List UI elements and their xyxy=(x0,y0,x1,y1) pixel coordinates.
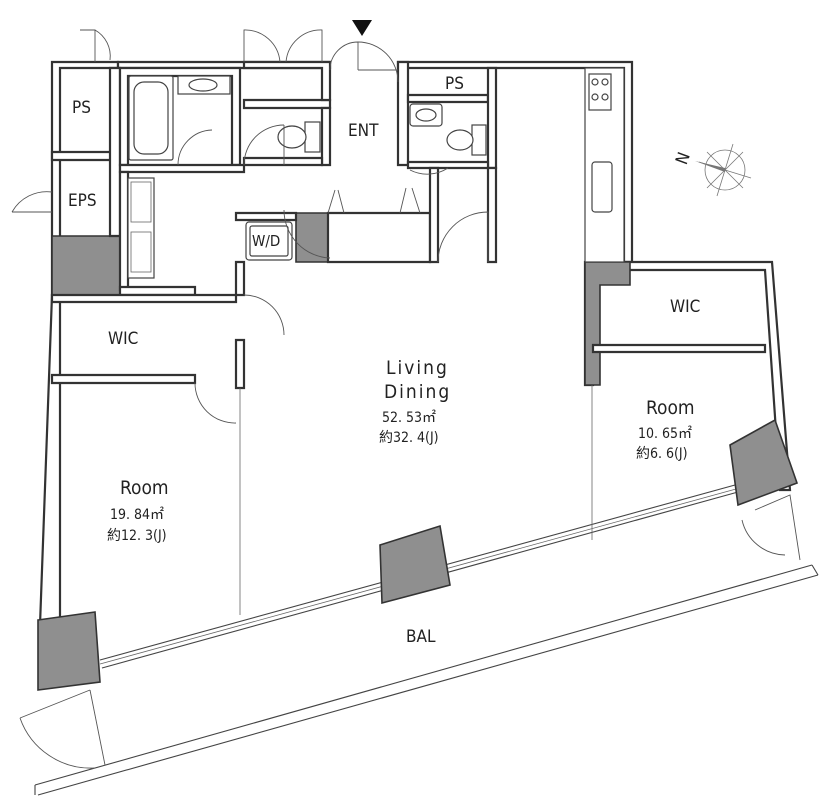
label-ent: ENT xyxy=(348,121,379,141)
label-ps-top-left: PS xyxy=(72,98,91,118)
label-north: N xyxy=(672,150,695,168)
label-room-left-jo: 約12. 3(J) xyxy=(107,528,167,544)
label-room-left: Room xyxy=(120,477,169,499)
label-ps-right: PS xyxy=(445,74,464,94)
label-room-right: Room xyxy=(646,397,695,419)
doors xyxy=(11,29,489,424)
compass-icon xyxy=(695,143,752,197)
toilet-left xyxy=(304,121,321,153)
label-living-line1: Living xyxy=(386,357,449,379)
label-eps: EPS xyxy=(68,191,97,211)
labels: PS EPS WIC Room 19. 84㎡ 約12. 3(J) ENT W/… xyxy=(68,74,700,647)
label-room-right-jo: 約6. 6(J) xyxy=(636,446,688,462)
balcony xyxy=(19,494,819,796)
label-wic-right: WIC xyxy=(670,297,700,317)
label-living-jo: 約32. 4(J) xyxy=(379,430,439,446)
entrance-marker-icon xyxy=(352,20,372,36)
label-room-right-area: 10. 65㎡ xyxy=(638,426,692,442)
interior-walls xyxy=(50,60,767,390)
column-right-top xyxy=(584,261,631,386)
label-room-left-area: 19. 84㎡ xyxy=(110,507,164,523)
label-living-line2: Dining xyxy=(384,381,451,403)
columns xyxy=(37,212,799,691)
column-right xyxy=(729,418,799,507)
label-living-area: 52. 53㎡ xyxy=(382,410,436,426)
label-wd: W/D xyxy=(252,232,280,250)
fixtures xyxy=(127,67,625,279)
column-bottom-left xyxy=(37,611,101,691)
column-wd xyxy=(295,212,329,263)
label-bal: BAL xyxy=(406,627,436,647)
column-left xyxy=(51,235,123,296)
toilet-right xyxy=(471,124,487,156)
label-wic-left: WIC xyxy=(108,329,138,349)
room-dividers xyxy=(239,385,593,615)
column-mid xyxy=(379,524,451,605)
